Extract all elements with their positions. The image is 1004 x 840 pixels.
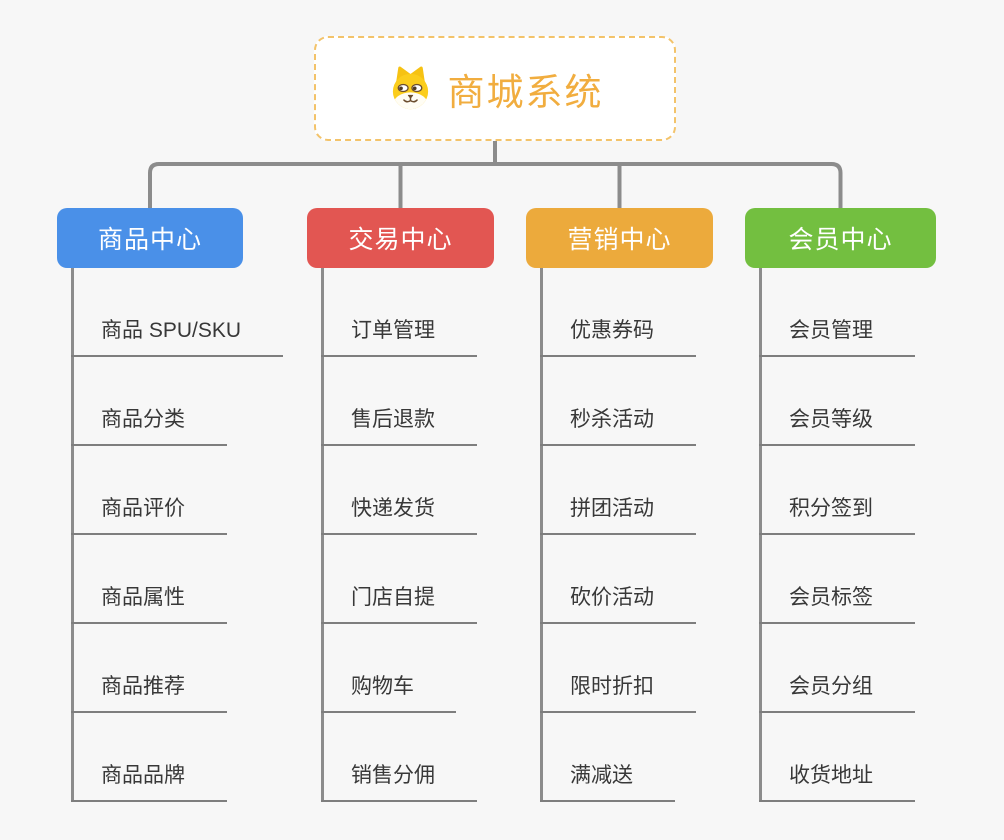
child-topic[interactable]: 满减送 bbox=[540, 762, 675, 802]
child-topic[interactable]: 秒杀活动 bbox=[540, 406, 696, 446]
child-topic[interactable]: 订单管理 bbox=[321, 317, 477, 357]
child-topic[interactable]: 会员管理 bbox=[759, 317, 915, 357]
child-topic[interactable]: 商品属性 bbox=[71, 584, 227, 624]
child-topic[interactable]: 收货地址 bbox=[759, 762, 915, 802]
child-topic[interactable]: 会员分组 bbox=[759, 673, 915, 713]
dog-face-icon bbox=[392, 66, 428, 110]
child-topic[interactable]: 优惠券码 bbox=[540, 317, 696, 357]
branch-children-product-center: 商品 SPU/SKU 商品分类 商品评价 商品属性 商品推荐 商品品牌 bbox=[71, 317, 284, 802]
branch-topic-label: 营销中心 bbox=[567, 226, 672, 254]
branch-bus-line bbox=[148, 162, 843, 208]
branch-topic-member-center[interactable]: 会员中心 bbox=[745, 208, 936, 268]
child-topic[interactable]: 商品品牌 bbox=[71, 762, 227, 802]
child-topic[interactable]: 商品分类 bbox=[71, 406, 227, 446]
root-topic[interactable]: 商城系统 bbox=[314, 36, 676, 141]
root-topic-label: 商城系统 bbox=[447, 71, 604, 113]
child-topic[interactable]: 快递发货 bbox=[321, 495, 477, 535]
child-topic[interactable]: 会员标签 bbox=[759, 584, 915, 624]
child-topic[interactable]: 商品推荐 bbox=[71, 673, 227, 713]
child-topic[interactable]: 限时折扣 bbox=[540, 673, 696, 713]
branch-topic-marketing-center[interactable]: 营销中心 bbox=[526, 208, 713, 268]
child-topic[interactable]: 积分签到 bbox=[759, 495, 915, 535]
branch-topic-trade-center[interactable]: 交易中心 bbox=[307, 208, 494, 268]
branch-topic-label: 商品中心 bbox=[97, 226, 202, 254]
branch-children-trade-center: 订单管理 售后退款 快递发货 门店自提 购物车 销售分佣 bbox=[321, 317, 477, 802]
child-topic[interactable]: 门店自提 bbox=[321, 584, 477, 624]
child-topic[interactable]: 会员等级 bbox=[759, 406, 915, 446]
child-topic[interactable]: 销售分佣 bbox=[321, 762, 477, 802]
child-topic[interactable]: 拼团活动 bbox=[540, 495, 696, 535]
child-topic[interactable]: 砍价活动 bbox=[540, 584, 696, 624]
branch-topic-label: 交易中心 bbox=[348, 226, 453, 254]
child-topic[interactable]: 购物车 bbox=[321, 673, 456, 713]
branch-children-marketing-center: 优惠券码 秒杀活动 拼团活动 砍价活动 限时折扣 满减送 bbox=[540, 317, 696, 802]
branch-children-member-center: 会员管理 会员等级 积分签到 会员标签 会员分组 收货地址 bbox=[759, 317, 915, 802]
child-topic[interactable]: 商品 SPU/SKU bbox=[71, 317, 284, 357]
branch-topic-label: 会员中心 bbox=[788, 226, 893, 254]
child-topic[interactable]: 售后退款 bbox=[321, 406, 477, 446]
branch-topic-product-center[interactable]: 商品中心 bbox=[57, 208, 243, 268]
child-topic[interactable]: 商品评价 bbox=[71, 495, 227, 535]
